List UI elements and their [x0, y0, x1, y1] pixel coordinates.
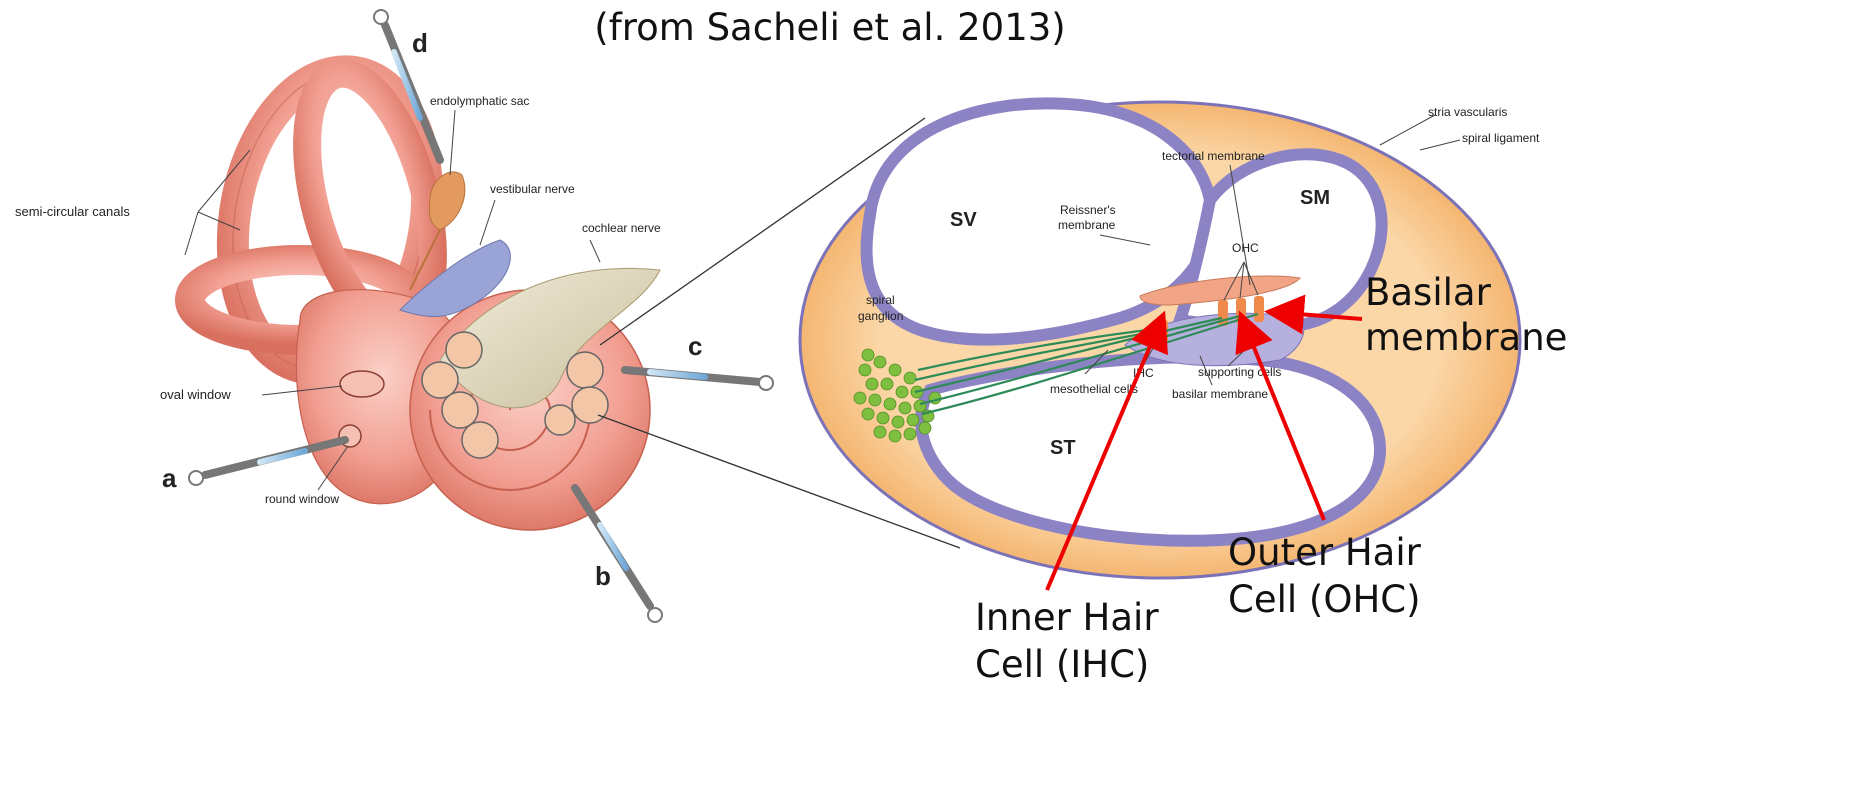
- label-oval-window: oval window: [160, 387, 231, 402]
- label-mesothelial-cells: mesothelial cells: [1050, 382, 1138, 396]
- annot-ohc-1: Outer Hair: [1228, 531, 1422, 574]
- annot-basilar-2: membrane: [1365, 316, 1567, 359]
- label-sm: SM: [1300, 187, 1330, 209]
- label-spiral-ganglion-2: ganglion: [858, 309, 903, 323]
- annot-ihc-1: Inner Hair: [975, 596, 1159, 639]
- label-reissners-1: Reissner's: [1060, 203, 1116, 217]
- annot-basilar-1: Basilar: [1365, 271, 1492, 314]
- label-st: ST: [1050, 437, 1076, 459]
- site-label-b: b: [595, 561, 611, 591]
- label-endolymphatic-sac: endolymphatic sac: [430, 94, 529, 108]
- label-reissners-2: membrane: [1058, 218, 1116, 232]
- label-stria-vascularis: stria vascularis: [1428, 105, 1507, 119]
- label-ohc: OHC: [1232, 241, 1259, 255]
- label-spiral-ligament: spiral ligament: [1462, 131, 1540, 145]
- label-spiral-ganglion-1: spiral: [866, 293, 895, 307]
- label-basilar-membrane-small: basilar membrane: [1172, 387, 1268, 401]
- annot-ohc-2: Cell (OHC): [1228, 578, 1421, 621]
- label-cochlear-nerve: cochlear nerve: [582, 221, 661, 235]
- label-round-window: round window: [265, 492, 339, 506]
- label-sv: SV: [950, 209, 977, 231]
- citation-text: (from Sacheli et al. 2013): [594, 6, 1065, 49]
- site-label-a: a: [162, 463, 177, 493]
- label-supporting-cells: supporting cells: [1198, 365, 1281, 379]
- label-semicircular-canals: semi-circular canals: [15, 204, 130, 219]
- oval-window: [340, 371, 384, 397]
- site-label-d: d: [412, 28, 428, 58]
- label-tectorial-membrane: tectorial membrane: [1162, 149, 1265, 163]
- label-vestibular-nerve: vestibular nerve: [490, 182, 575, 196]
- syringe-b: [575, 488, 662, 622]
- annot-ihc-2: Cell (IHC): [975, 643, 1149, 686]
- ohc-cell-3: [1254, 296, 1264, 322]
- site-label-c: c: [688, 331, 702, 361]
